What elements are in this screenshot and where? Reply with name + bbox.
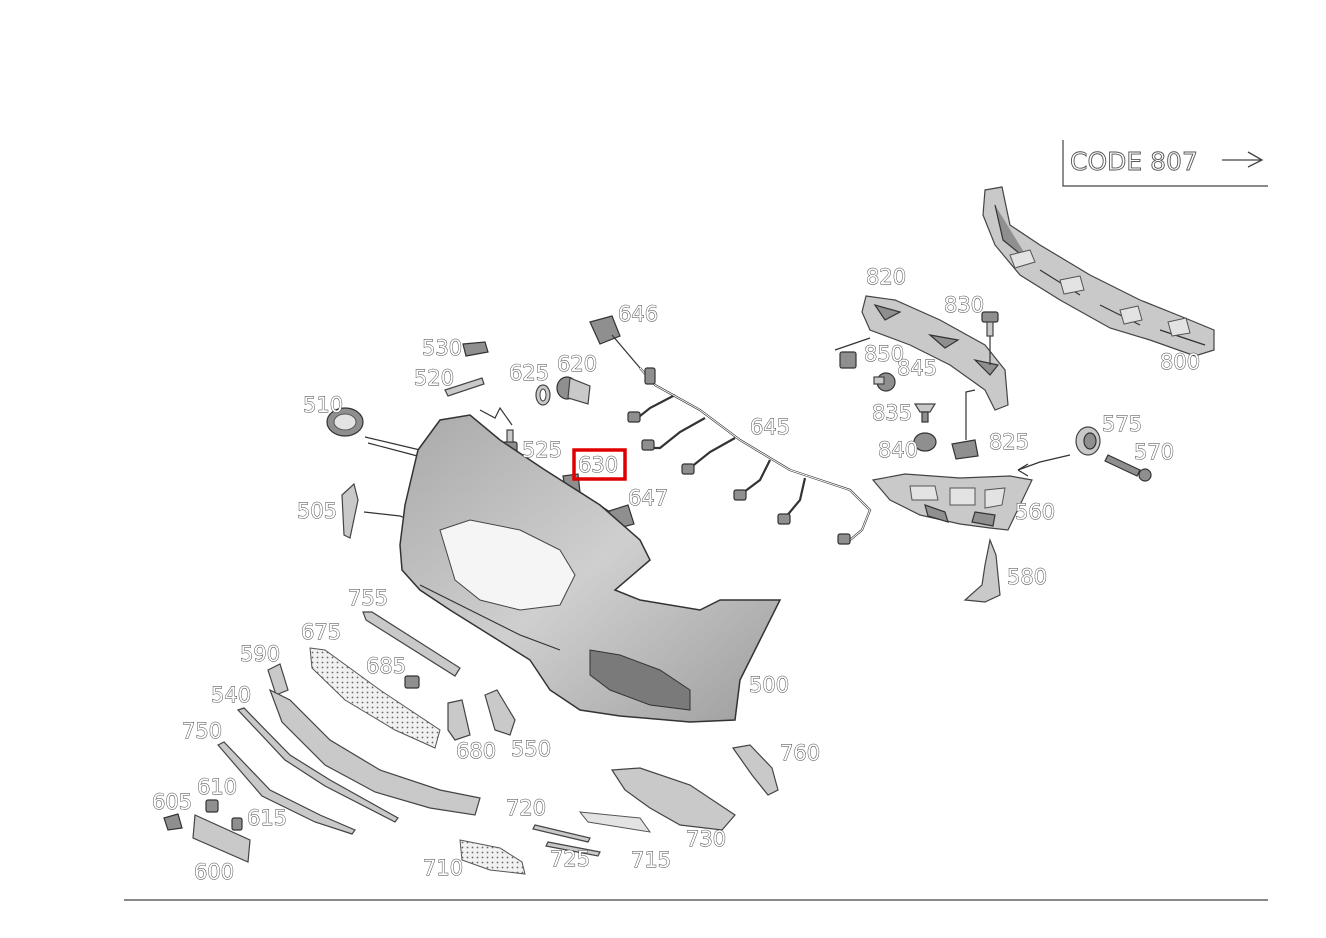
- label-800[interactable]: 800: [1160, 350, 1201, 375]
- label-720[interactable]: 720: [506, 796, 547, 821]
- part-530-clip[interactable]: [462, 341, 489, 357]
- label-505[interactable]: 505: [297, 499, 338, 524]
- label-570[interactable]: 570: [1134, 440, 1175, 465]
- part-labels: 500 505 510 520 525 530 540 550 560 570 …: [152, 265, 1201, 885]
- label-750[interactable]: 750: [182, 719, 223, 744]
- part-720-strip[interactable]: [532, 824, 591, 843]
- part-645-harness[interactable]: [627, 367, 872, 545]
- code-box-border: [1062, 140, 1268, 187]
- label-675[interactable]: 675: [301, 620, 342, 645]
- part-760-trim[interactable]: [731, 744, 779, 796]
- label-580[interactable]: 580: [1007, 565, 1048, 590]
- part-540-strip[interactable]: [268, 688, 481, 816]
- label-500[interactable]: 500: [749, 673, 790, 698]
- part-550-bracket[interactable]: [484, 689, 516, 736]
- label-647[interactable]: 647: [628, 486, 669, 511]
- label-680[interactable]: 680: [456, 739, 497, 764]
- label-830[interactable]: 830: [944, 293, 985, 318]
- label-575[interactable]: 575: [1102, 412, 1143, 437]
- arrow-right-icon: [1222, 151, 1264, 168]
- part-850-clip[interactable]: [834, 337, 871, 369]
- part-820-bracket[interactable]: [861, 295, 1009, 411]
- part-620-sensor[interactable]: [556, 376, 591, 405]
- label-710[interactable]: 710: [423, 856, 464, 881]
- label-730[interactable]: 730: [686, 827, 727, 852]
- label-825[interactable]: 825: [989, 430, 1030, 455]
- label-605[interactable]: 605: [152, 790, 193, 815]
- part-590-bracket[interactable]: [267, 663, 289, 696]
- label-630[interactable]: 630: [578, 453, 619, 478]
- label-645[interactable]: 645: [750, 415, 791, 440]
- part-675-grille[interactable]: [309, 647, 441, 749]
- label-820[interactable]: 820: [866, 265, 907, 290]
- part-605-clip[interactable]: [163, 813, 183, 831]
- part-610-clip[interactable]: [205, 799, 219, 813]
- part-570-screw[interactable]: [1104, 454, 1152, 482]
- part-680-bracket[interactable]: [447, 699, 471, 741]
- part-646-cover[interactable]: [589, 315, 641, 369]
- label-625[interactable]: 625: [509, 361, 550, 386]
- highlight-box: [572, 448, 627, 481]
- part-835-clip[interactable]: [913, 403, 937, 423]
- part-715-strip[interactable]: [578, 811, 652, 833]
- part-615-clip[interactable]: [231, 817, 243, 831]
- part-575-grommet[interactable]: [1075, 426, 1101, 456]
- label-760[interactable]: 760: [780, 741, 821, 766]
- label-715[interactable]: 715: [631, 848, 672, 873]
- label-845[interactable]: 845: [897, 356, 938, 381]
- part-600-plate-bracket[interactable]: [192, 814, 251, 863]
- part-840-nut[interactable]: [913, 432, 937, 452]
- label-540[interactable]: 540: [211, 683, 252, 708]
- part-730-spoiler[interactable]: [610, 767, 736, 831]
- part-845-screw[interactable]: [873, 372, 896, 392]
- label-520[interactable]: 520: [414, 366, 455, 391]
- label-840[interactable]: 840: [878, 438, 919, 463]
- label-590[interactable]: 590: [240, 642, 281, 667]
- label-685[interactable]: 685: [366, 654, 407, 679]
- label-510[interactable]: 510: [303, 393, 344, 418]
- part-800-absorber[interactable]: [982, 186, 1215, 357]
- label-646[interactable]: 646: [618, 302, 659, 327]
- part-710-grille[interactable]: [459, 839, 526, 875]
- part-825-clip[interactable]: [951, 389, 979, 460]
- label-610[interactable]: 610: [197, 775, 238, 800]
- part-580-trim[interactable]: [963, 537, 1001, 603]
- part-520-strip[interactable]: [444, 377, 513, 426]
- part-505-trim[interactable]: [341, 482, 421, 539]
- part-625-ring[interactable]: [535, 384, 551, 406]
- part-500-bumper[interactable]: [399, 414, 782, 723]
- part-755-strip[interactable]: [362, 611, 461, 677]
- part-685-clip[interactable]: [404, 675, 420, 689]
- label-530[interactable]: 530: [422, 336, 463, 361]
- label-550[interactable]: 550: [511, 737, 552, 762]
- part-560-bracket[interactable]: [871, 454, 1071, 531]
- label-525[interactable]: 525: [522, 438, 563, 463]
- part-830-bolt[interactable]: [981, 311, 999, 365]
- label-560[interactable]: 560: [1015, 500, 1056, 525]
- label-835[interactable]: 835: [872, 401, 913, 426]
- label-620[interactable]: 620: [557, 352, 598, 377]
- code-label: CODE 807: [1070, 147, 1198, 176]
- part-750-trim[interactable]: [217, 707, 399, 835]
- label-615[interactable]: 615: [247, 806, 288, 831]
- label-850[interactable]: 850: [864, 342, 905, 367]
- code-807-box[interactable]: CODE 807: [1062, 140, 1268, 187]
- part-725-strip[interactable]: [545, 841, 601, 857]
- label-755[interactable]: 755: [348, 586, 389, 611]
- label-600[interactable]: 600: [194, 860, 235, 885]
- label-725[interactable]: 725: [550, 847, 591, 872]
